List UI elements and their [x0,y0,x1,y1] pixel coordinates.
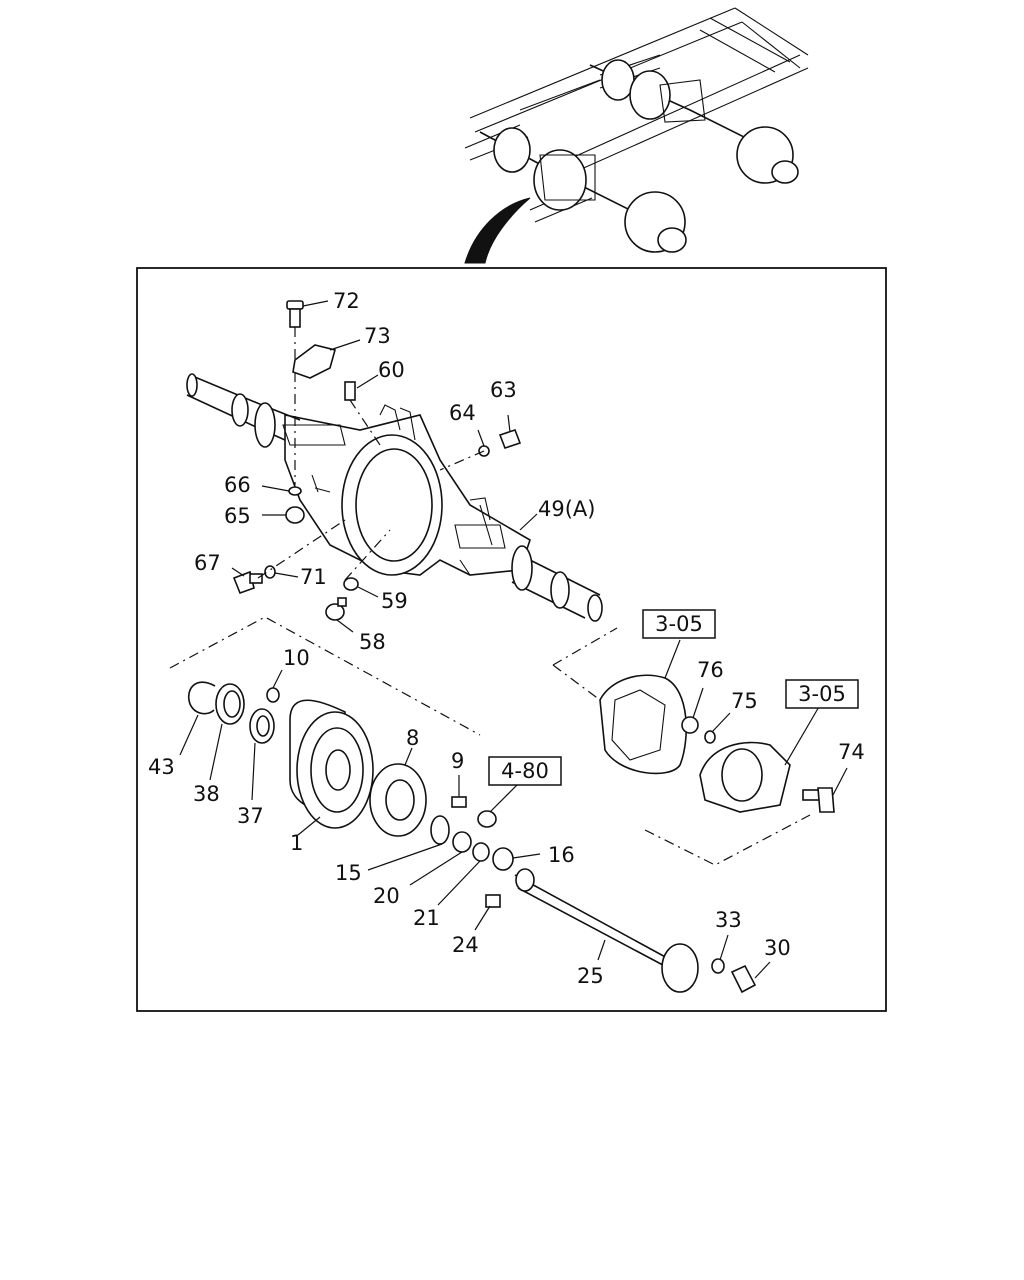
label-49a: 49(A) [538,497,595,521]
label-10: 10 [283,646,310,670]
label-37: 37 [237,804,264,828]
label-8: 8 [406,726,419,750]
label-38: 38 [193,782,220,806]
label-67: 67 [194,551,221,575]
chassis-overview [464,7,809,264]
ref-box-3-05-backing [642,609,716,639]
reference-boxes [488,609,859,786]
label-33: 33 [715,908,742,932]
brake-assemblies [599,674,835,866]
detail-pointer-arrow [464,197,531,264]
label-20: 20 [373,884,400,908]
ref-box-3-05-knuckle [785,679,859,709]
label-30: 30 [764,936,791,960]
leader-lines [179,300,848,979]
label-58: 58 [359,630,386,654]
ref-text-3-05-backing: 3-05 [655,612,703,636]
hub-drum-assembly [169,616,757,994]
ref-box-4-80 [488,756,562,786]
label-64: 64 [449,401,476,425]
label-16: 16 [548,843,575,867]
label-73: 73 [364,324,391,348]
label-75: 75 [731,689,758,713]
label-24: 24 [452,933,479,957]
label-63: 63 [490,378,517,402]
label-76: 76 [697,658,724,682]
detail-frame [136,267,887,1012]
label-65: 65 [224,504,251,528]
label-43: 43 [148,755,175,779]
label-9: 9 [451,749,464,773]
axle-housing [186,373,603,622]
label-71: 71 [300,565,327,589]
label-15: 15 [335,861,362,885]
label-1: 1 [290,831,303,855]
label-21: 21 [413,906,440,930]
label-60: 60 [378,358,405,382]
ref-text-3-05-knuckle: 3-05 [798,682,846,706]
label-66: 66 [224,473,251,497]
label-59: 59 [381,589,408,613]
label-25: 25 [577,964,604,988]
ref-text-4-80: 4-80 [501,759,549,783]
label-74: 74 [838,740,865,764]
part-labels: 72 73 60 63 64 66 65 49(A) 67 71 59 58 1… [148,289,865,988]
label-72: 72 [333,289,360,313]
